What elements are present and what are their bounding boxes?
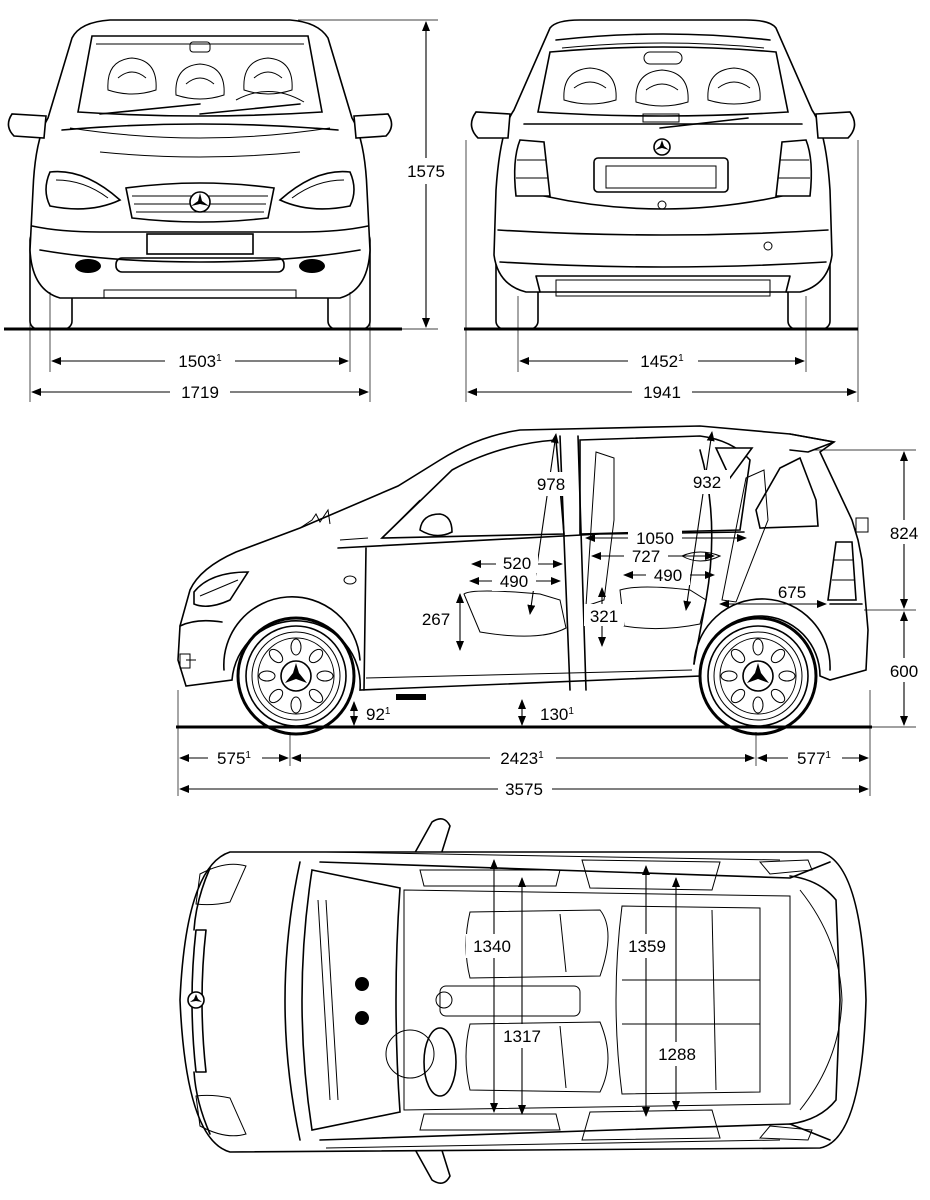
side-mirror: [419, 513, 453, 537]
front-dimensions: 1575 15031 1719: [29, 19, 448, 403]
side-dimensions: 978 932 1050 520 727 490 490 675 824: [177, 431, 926, 801]
rear-view: [464, 19, 858, 331]
top-dimensions: 1340 1317 1359 1288: [466, 859, 704, 1117]
top-view: [179, 818, 867, 1184]
side-clearance-mid-label: 1301: [540, 705, 574, 724]
top-front-seat-lower: [465, 1021, 609, 1093]
side-front-seat-cushion: [463, 590, 567, 637]
side-rear-seat-cushion: [619, 586, 707, 630]
front-plate: [146, 233, 254, 255]
side-rear-upper-height-label: 824: [890, 524, 918, 543]
rear-plate-recess: [593, 157, 729, 193]
side-load-sill-label: 675: [778, 583, 806, 602]
top-front-elbow-label: 1317: [503, 1027, 541, 1046]
rear-left-taillamp: [513, 139, 551, 197]
side-front-seat-depth-label: 520: [503, 554, 531, 573]
side-clearance-front-label: 921: [366, 705, 391, 724]
side-rear-seat-travel-label: 727: [632, 547, 660, 566]
side-rear-cushion-label: 490: [654, 566, 682, 585]
side-length-label: 3575: [505, 780, 543, 799]
front-left-mirror: [7, 113, 47, 139]
top-body-outline: [179, 851, 867, 1153]
rear-exhaust-underbody: [555, 279, 771, 297]
side-wheelbase-label: 24231: [500, 749, 544, 768]
side-front-overhang-label: 5751: [217, 749, 251, 768]
rear-window: [537, 46, 789, 117]
front-width-label: 1719: [181, 383, 219, 402]
side-front-cushion-label: 490: [500, 572, 528, 591]
top-windshield: [301, 869, 401, 1131]
side-quarter-window: [755, 456, 819, 529]
side-front-wheel: [245, 625, 347, 727]
front-view: [4, 19, 402, 331]
side-rear-wheel: [707, 625, 809, 727]
side-rear-overhang-label: 5771: [797, 749, 831, 768]
top-rear-shoulder-label: 1359: [628, 937, 666, 956]
side-taillamp: [827, 541, 857, 601]
rear-dimensions: 14521 1941: [465, 140, 859, 403]
side-headlamp: [193, 571, 250, 608]
top-rear-bench: [615, 905, 761, 1095]
side-front-seat-back: [585, 451, 615, 607]
side-front-seat-height-label: 267: [422, 610, 450, 629]
top-mirror-lower: [410, 1143, 451, 1184]
side-headroom-rear-label: 932: [693, 473, 721, 492]
rear-track-label: 14521: [640, 352, 684, 371]
front-right-mirror: [353, 113, 393, 139]
rear-left-mirror: [470, 111, 511, 139]
top-front-shoulder-label: 1340: [473, 937, 511, 956]
side-rear-legroom-label: 1050: [636, 529, 674, 548]
rear-width-label: 1941: [643, 383, 681, 402]
side-rear-seat-back: [721, 469, 769, 603]
side-headroom-front-label: 978: [537, 475, 565, 494]
front-height-label: 1575: [407, 162, 445, 181]
top-mirror-upper: [410, 818, 451, 859]
rear-right-taillamp: [775, 139, 813, 197]
top-rear-elbow-label: 1288: [658, 1045, 696, 1064]
rear-right-mirror: [815, 111, 856, 139]
side-rear-lower-height-label: 600: [890, 662, 918, 681]
front-track-label: 15031: [178, 352, 222, 371]
side-rear-seat-height-label: 321: [590, 607, 618, 626]
